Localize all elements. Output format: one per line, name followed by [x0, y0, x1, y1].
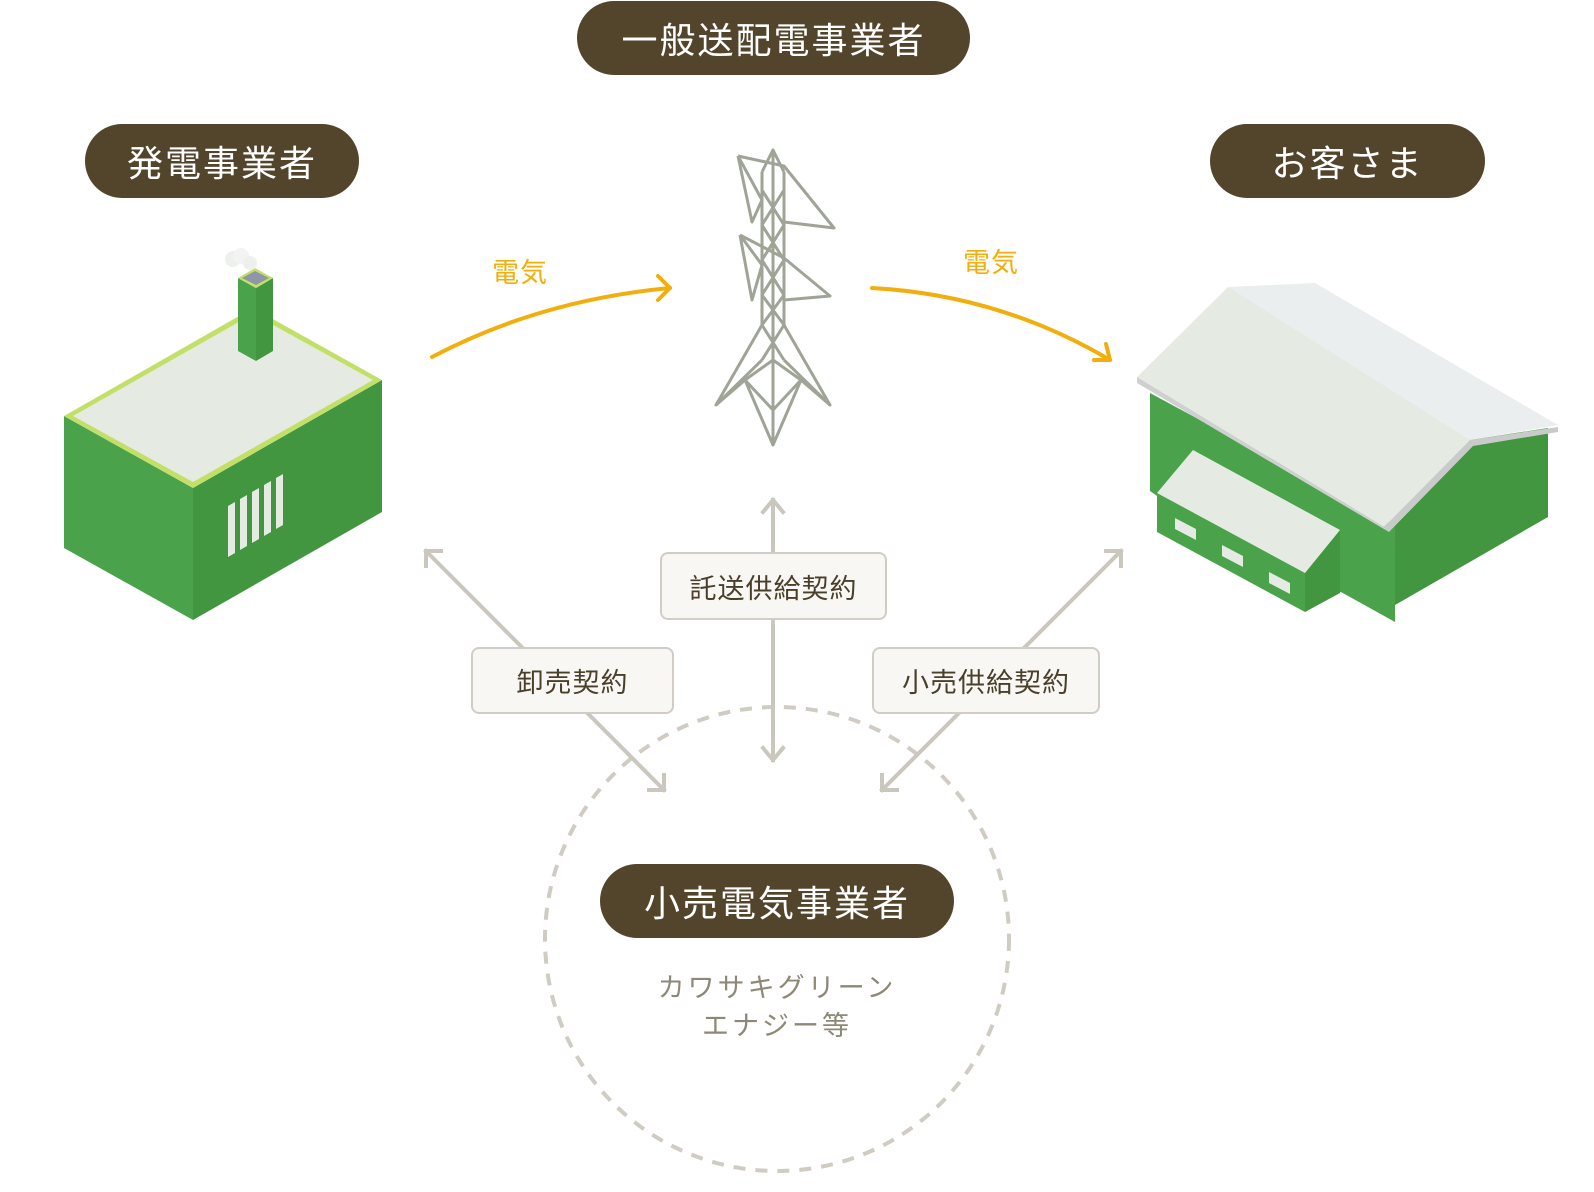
customer-label: お客さま [1210, 124, 1485, 198]
arrowhead-icon [656, 274, 672, 302]
electricity-flow-arrow-right [870, 286, 1112, 362]
retailer-circle [543, 705, 1011, 1173]
retailer-label: 小売電気事業者 [600, 864, 954, 938]
electricity-flow-label-left: 電気 [492, 258, 548, 289]
electricity-flow-arrow-left [430, 286, 672, 359]
customer-building-icon [1137, 283, 1558, 622]
retailer-example-line-2: エナジー等 [702, 1011, 852, 1042]
power-plant-icon [64, 248, 382, 620]
transmission-tower-icon [714, 148, 836, 447]
retailer-examples: カワサキグリーン エナジー等 [577, 970, 977, 1046]
arrowhead-icon [1092, 342, 1112, 362]
wheeling-contract-box: 託送供給契約 [660, 552, 887, 620]
retail-supply-contract-box: 小売供給契約 [872, 647, 1100, 714]
electricity-flow-label-right: 電気 [963, 248, 1019, 279]
retailer-example-line-1: カワサキグリーン [657, 973, 897, 1004]
wholesale-contract-box: 卸売契約 [471, 647, 674, 714]
generator-label: 発電事業者 [85, 124, 359, 198]
transmission-operator-label: 一般送配電事業者 [577, 1, 970, 75]
